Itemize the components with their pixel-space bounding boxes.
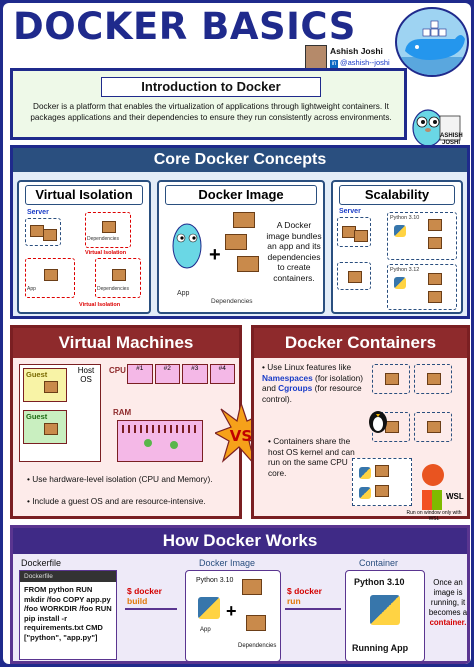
docker-image-panel: Python 3.10 App + Dependencies <box>185 570 281 662</box>
how-docker-works-section: How Docker Works Dockerfile Dockerfile F… <box>10 525 470 664</box>
dc-bullet-1: • Use Linux features like Namespaces (fo… <box>262 362 364 404</box>
scale-container-1: Python 3.10 <box>387 212 457 260</box>
virtual-isolation-card: Virtual Isolation Server Dependencies Vi… <box>17 180 151 314</box>
scale-container-2: Python 3.12 <box>387 264 457 310</box>
author-name: Ashish Joshi <box>330 46 383 56</box>
author-handle[interactable]: in@ashish--joshi <box>330 58 390 68</box>
plus-icon: + <box>209 244 221 266</box>
python-label: Python 3.10 <box>196 577 234 584</box>
avatar <box>305 45 327 69</box>
docker-image-card: Docker Image App + Dependencies A Docker… <box>157 180 325 314</box>
core-concepts-section: Core Docker Concepts Virtual Isolation S… <box>10 145 470 319</box>
gopher-mascot-icon <box>408 98 464 148</box>
cpu-cores: #1 #2 #3 #4 <box>127 364 235 384</box>
ram-module <box>117 420 203 462</box>
gopher-caption: ASHISH JOSHI <box>440 133 463 146</box>
dependencies-boxes-icon <box>223 210 263 290</box>
guest-label-2: Guest <box>26 412 48 421</box>
namespace-containers <box>372 364 456 454</box>
intro-section: Introduction to Docker Docker is a platf… <box>10 68 407 140</box>
virtual-machines-heading: Virtual Machines <box>13 328 239 358</box>
virtual-machines-section: Virtual Machines Guest Guest Host OS CPU… <box>10 325 242 519</box>
deps-label-1: Dependencies <box>87 236 119 242</box>
container-note: Once an image is running, it becomes a c… <box>428 578 468 627</box>
server-label: Server <box>27 209 49 216</box>
python-label-2: Python 3.12 <box>390 267 420 273</box>
page-title: DOCKER BASICS <box>13 5 356 48</box>
isolated-container-1 <box>85 212 131 248</box>
docker-image-desc: A Docker image bundles an app and its de… <box>266 220 322 283</box>
scalability-title: Scalability <box>339 185 455 205</box>
wsl-note: Run on window only with WSL <box>406 510 462 522</box>
linux-penguin-icon <box>366 406 390 434</box>
windows-icon <box>422 490 442 510</box>
scale-server-box <box>337 217 371 247</box>
container-label: Container <box>359 558 399 568</box>
docker-whale-logo <box>395 7 469 77</box>
isolated-container-2 <box>25 258 75 298</box>
docker-containers-heading: Docker Containers <box>254 328 467 358</box>
virtual-isolation-label-1: Virtual Isolation <box>85 250 127 256</box>
build-arrow <box>125 608 177 610</box>
server-label-2: Server <box>339 208 361 215</box>
docker-image-label: Docker Image <box>199 558 256 568</box>
plus-icon-2: + <box>226 601 237 621</box>
cpu-core: #4 <box>209 364 235 384</box>
host-os-label: Host OS <box>77 366 95 384</box>
cpu-label: CPU <box>109 366 126 375</box>
deps-label-2: Dependencies <box>97 286 129 292</box>
dockerfile-label: Dockerfile <box>21 558 62 568</box>
docker-image-title: Docker Image <box>165 185 317 205</box>
container-panel: Python 3.10 Running App <box>345 570 425 662</box>
run-arrow <box>285 608 341 610</box>
ram-label: RAM <box>113 408 132 417</box>
python-label-1: Python 3.10 <box>390 215 420 221</box>
linkedin-icon: in <box>330 60 338 68</box>
docker-containers-section: Docker Containers • Use Linux features l… <box>251 325 470 522</box>
scalability-card: Scalability Server Python 3.10 Python 3.… <box>331 180 463 314</box>
dc-bullet-2: • Containers share the host OS kernel an… <box>268 436 355 478</box>
how-docker-works-heading: How Docker Works <box>13 528 467 554</box>
virtual-isolation-label-2: Virtual Isolation <box>79 302 121 308</box>
guest-box-2: Guest <box>23 410 67 444</box>
container-python-label: Python 3.10 <box>354 577 405 587</box>
isolated-container-3 <box>95 258 141 298</box>
guest-box-1: Guest <box>23 368 67 402</box>
deps-label-3: Dependencies <box>211 298 253 305</box>
dockerfile-panel: Dockerfile FROM python RUN mkdir /foo CO… <box>19 570 117 660</box>
shared-kernel-box <box>352 458 412 506</box>
app-label-2: App <box>177 290 190 297</box>
dockerfile-code: FROM python RUN mkdir /foo COPY app.py /… <box>24 585 112 642</box>
cpu-core: #3 <box>182 364 208 384</box>
vm-bullet-1: • Use hardware-level isolation (CPU and … <box>27 474 213 484</box>
wsl-label: WSL <box>446 492 464 501</box>
gopher-app-icon <box>167 214 207 282</box>
vs-label: VS <box>230 427 252 445</box>
virtual-isolation-title: Virtual Isolation <box>25 185 143 205</box>
core-concepts-heading: Core Docker Concepts <box>13 148 467 172</box>
app-label-1: App <box>27 286 36 292</box>
vm-bullet-2: • Include a guest OS and are resource-in… <box>27 496 206 506</box>
guest-label-1: Guest <box>26 370 48 379</box>
ubuntu-icon <box>422 464 444 486</box>
dockerfile-bar: Dockerfile <box>20 571 116 582</box>
intro-heading: Introduction to Docker <box>101 77 321 97</box>
running-app-label: Running App <box>352 643 409 653</box>
infographic: DOCKER BASICS Ashish Joshi in@ashish--jo… <box>3 3 471 664</box>
app-label-3: App <box>200 627 211 633</box>
server-box <box>25 218 61 246</box>
cpu-core: #1 <box>127 364 153 384</box>
intro-body: Docker is a platform that enables the vi… <box>30 102 392 122</box>
deps-label-4: Dependencies <box>238 643 277 649</box>
scale-server-box-2 <box>337 262 371 290</box>
cpu-core: #2 <box>154 364 180 384</box>
